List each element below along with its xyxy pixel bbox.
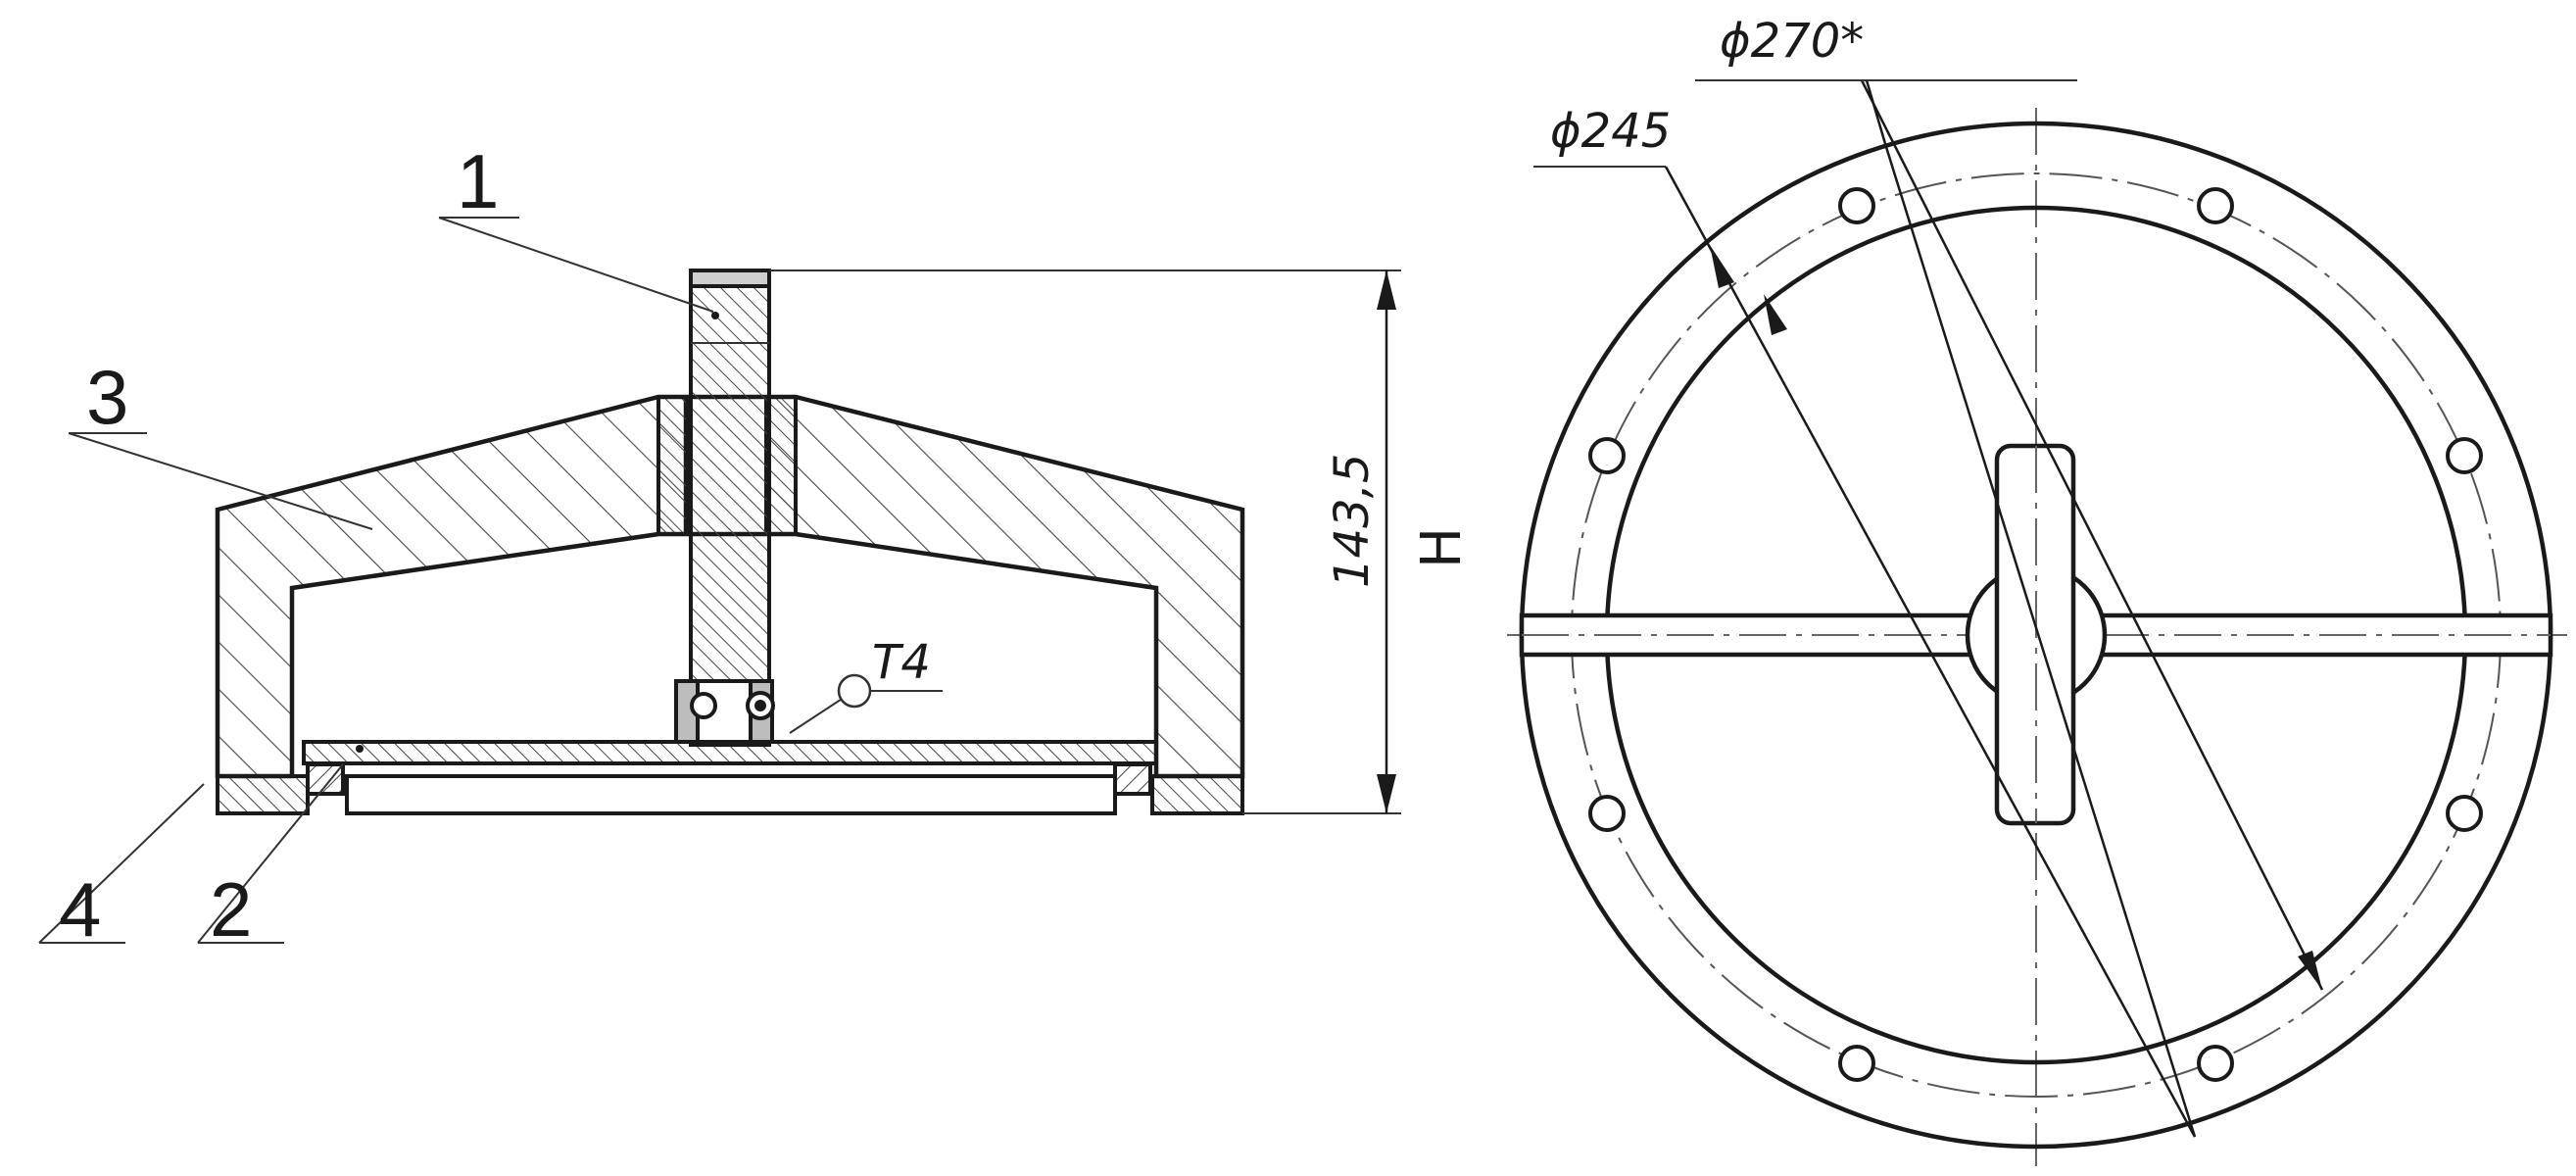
- height-letter: H: [1410, 527, 1474, 568]
- height-value: 143,5: [1325, 454, 1380, 588]
- seal-left: [306, 762, 345, 796]
- part-label-2: 2: [210, 866, 252, 953]
- spindle-shaft: [689, 284, 771, 747]
- part-label-3: 3: [86, 354, 128, 440]
- bolt-hole: [2446, 437, 2483, 474]
- bolt-hole: [1588, 437, 1626, 474]
- bolt-hole: [1588, 795, 1626, 832]
- bolt-hole: [2197, 187, 2234, 224]
- seal-right: [1113, 762, 1152, 796]
- bore-bushing-left: [656, 395, 690, 536]
- part-leaders: [38, 217, 714, 944]
- part-label-1: 1: [457, 138, 499, 224]
- base-ring: [345, 774, 1117, 815]
- t4-point: [837, 673, 872, 709]
- height-dimension: 143,5 H: [769, 270, 1474, 814]
- bolt-holes: [1588, 187, 2483, 1082]
- ball-left: [690, 692, 717, 719]
- section-view: T4 1 3 4 2 143,5 H: [38, 138, 1474, 953]
- bolt-hole: [1838, 187, 1875, 224]
- diameter-leaders: [1533, 79, 2324, 1138]
- spindle-head: [689, 269, 771, 288]
- bolt-circle-diameter-label: ϕ245: [1550, 104, 1671, 159]
- support-ring-right: [1150, 774, 1244, 815]
- outer-diameter-label: ϕ270*: [1720, 14, 1864, 69]
- plan-view: ϕ270* ϕ245: [1507, 14, 2567, 1166]
- t4-label: T4: [872, 635, 931, 690]
- bolt-hole: [1838, 1045, 1875, 1082]
- part-label-4: 4: [59, 866, 101, 953]
- bolt-hole: [2197, 1045, 2234, 1082]
- support-ring-left: [216, 774, 310, 815]
- bolt-hole: [2446, 795, 2483, 832]
